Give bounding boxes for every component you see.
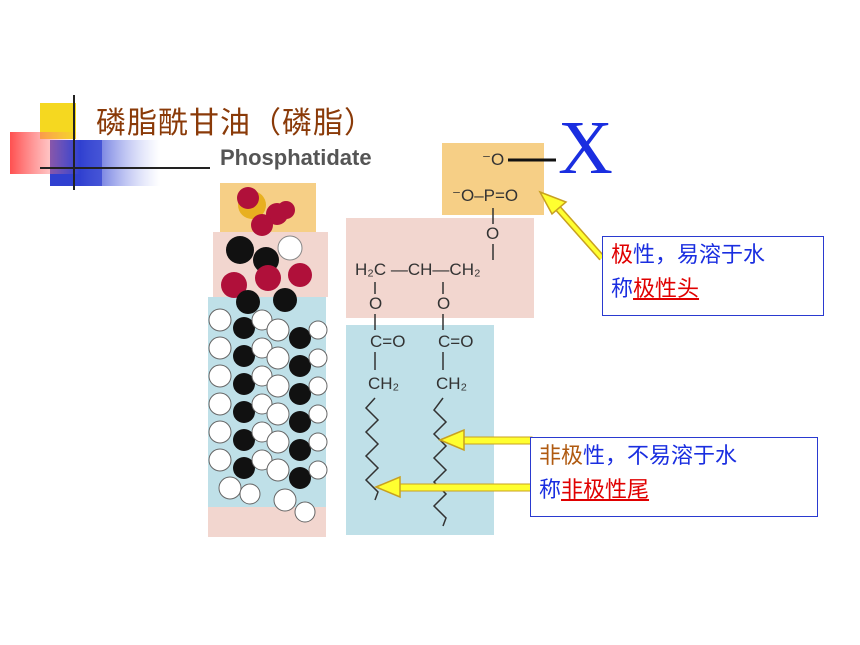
ch2-1: CH₂ [368,374,400,393]
formula-tail-panel-2 [418,325,494,535]
polar-head-term: 极性头 [633,277,700,302]
phosphate-top-o: ⁻O [482,150,505,169]
slide-decoration [10,95,210,190]
zigzag-tail-2 [432,397,448,527]
formula-head-panel [442,143,544,215]
figure-title: Phosphatidate [220,145,372,170]
deco-blue-gradient [80,140,160,186]
arrow-polar [538,190,605,261]
formula-tail-panel-1 [346,325,418,535]
space-filling-model [208,187,328,523]
nonpolar-callout-line-1: 非极性，不易溶于水 [539,444,738,469]
phosphate-group: ⁻O–P=O [452,186,519,205]
formula-bonds [364,208,494,527]
carbonyl-2: C=O [438,332,474,351]
formula-glycerol-panel [346,218,534,318]
ester-o-2: O [437,294,451,313]
glycerol-backbone: H₂C ―CH―CH₂ [355,260,481,279]
tail-chain-right [266,318,328,523]
phosphate-linking-o: O [486,224,500,243]
tail-chain-left [208,308,273,505]
carbonyl-1: C=O [370,332,406,351]
slide-title: 磷脂酰甘油（磷脂） [96,106,375,141]
ch2-2: CH₂ [436,374,468,393]
polar-head-callout: 极性，易溶于水 称极性头 [602,236,824,316]
polar-callout-line-1: 极性，易溶于水 [611,243,766,268]
nonpolar-tail-callout: 非极性，不易溶于水 称非极性尾 [530,437,818,517]
ester-o-1: O [369,294,383,313]
zigzag-tail-1 [364,397,380,501]
x-mark: X [558,106,613,190]
nonpolar-tail-term: 非极性尾 [561,478,650,503]
polar-callout-line-2: 称极性头 [611,277,700,302]
nonpolar-callout-line-2: 称非极性尾 [539,478,650,503]
